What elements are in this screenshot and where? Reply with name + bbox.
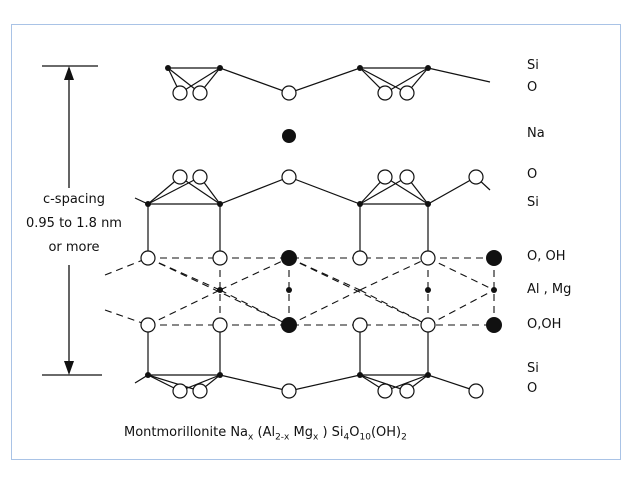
c-spacing-line2: 0.95 to 1.8 nm xyxy=(26,216,122,231)
label-mid-si: Si xyxy=(527,195,539,210)
label-top-o: O xyxy=(527,80,538,95)
octahedral-sheet xyxy=(104,257,495,326)
oh-na-atoms xyxy=(281,129,502,333)
si-atoms xyxy=(145,65,431,378)
c-spacing-label: c-spacing 0.95 to 1.8 nm or more xyxy=(14,188,134,260)
arrowhead-up xyxy=(64,66,74,80)
al-mg-atoms xyxy=(217,287,497,293)
label-bot-si: Si xyxy=(527,361,539,376)
label-top-si: Si xyxy=(527,58,539,73)
label-oh-lower: O,OH xyxy=(527,317,562,332)
top-tetrahedral-sheet xyxy=(167,67,491,94)
arrowhead-down xyxy=(64,361,74,375)
label-oh-upper: O, OH xyxy=(527,249,566,264)
lower-tet-sheet xyxy=(134,325,477,392)
c-spacing-line3: or more xyxy=(48,240,100,255)
upper-tet-sheet xyxy=(134,176,491,258)
label-na: Na xyxy=(527,126,545,141)
c-spacing-line1: c-spacing xyxy=(42,192,106,207)
o-atoms xyxy=(140,85,484,399)
label-bot-o: O xyxy=(527,381,538,396)
label-al-mg: Al , Mg xyxy=(527,282,572,297)
label-mid-o: O xyxy=(527,167,538,182)
formula-caption: Montmorillonite Nax (Al2-x Mgx ) Si4O10(… xyxy=(124,425,407,443)
